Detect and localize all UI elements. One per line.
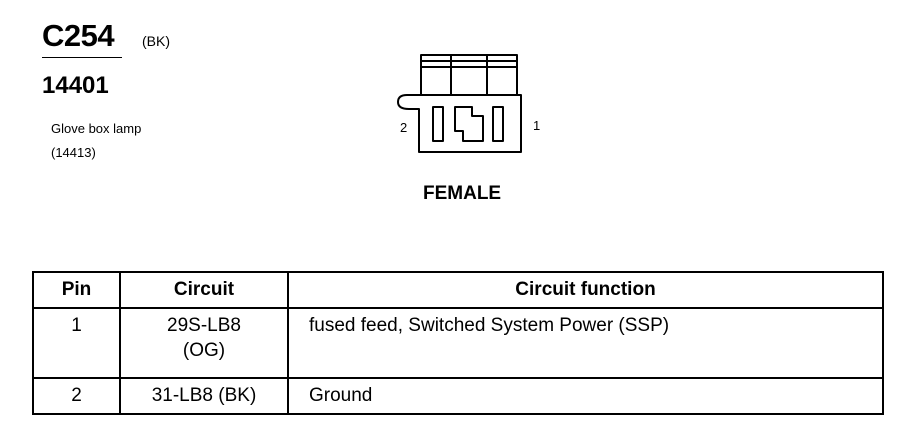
column-header-circuit: Circuit: [119, 271, 289, 309]
table-row: 2 31-LB8 (BK) Ground: [32, 377, 884, 415]
pin-cell: 1: [32, 307, 121, 379]
circuit-function-cell: fused feed, Switched System Power (SSP): [287, 307, 884, 379]
pin-table: Pin Circuit Circuit function 1 29S-LB8 (…: [32, 271, 884, 415]
circuit-line: 31-LB8 (BK): [151, 385, 257, 406]
table-row: 1 29S-LB8 (OG) fused feed, Switched Syst…: [32, 307, 884, 379]
connector-gender-label: FEMALE: [423, 183, 502, 204]
part-number: 14401: [42, 72, 109, 99]
circuit-function-cell: Ground: [287, 377, 884, 415]
component-code: (14413): [51, 145, 96, 160]
table-header-row: Pin Circuit Circuit function: [32, 271, 884, 309]
connector-color: (BK): [142, 33, 170, 49]
pin-cell: 2: [32, 377, 121, 415]
column-header-pin: Pin: [32, 271, 121, 309]
pin-cavity-2: [432, 106, 444, 142]
pin-cavity-1: [492, 106, 504, 142]
center-key: [454, 106, 484, 142]
circuit-cell: 31-LB8 (BK): [119, 377, 289, 415]
circuit-cell: 29S-LB8 (OG): [119, 307, 289, 379]
component-name: Glove box lamp: [51, 121, 142, 136]
pin-label-1: 1: [533, 118, 541, 133]
connector-housing: [397, 94, 522, 153]
circuit-line: 29S-LB8: [167, 315, 241, 336]
column-header-circuit-function: Circuit function: [287, 271, 884, 309]
title-underline: [42, 57, 122, 58]
pin-label-2: 2: [400, 120, 408, 135]
connector-face-diagram: [397, 54, 522, 153]
terminal-block: [420, 54, 518, 96]
circuit-line: (OG): [182, 340, 226, 361]
connector-id: C254: [42, 18, 115, 53]
